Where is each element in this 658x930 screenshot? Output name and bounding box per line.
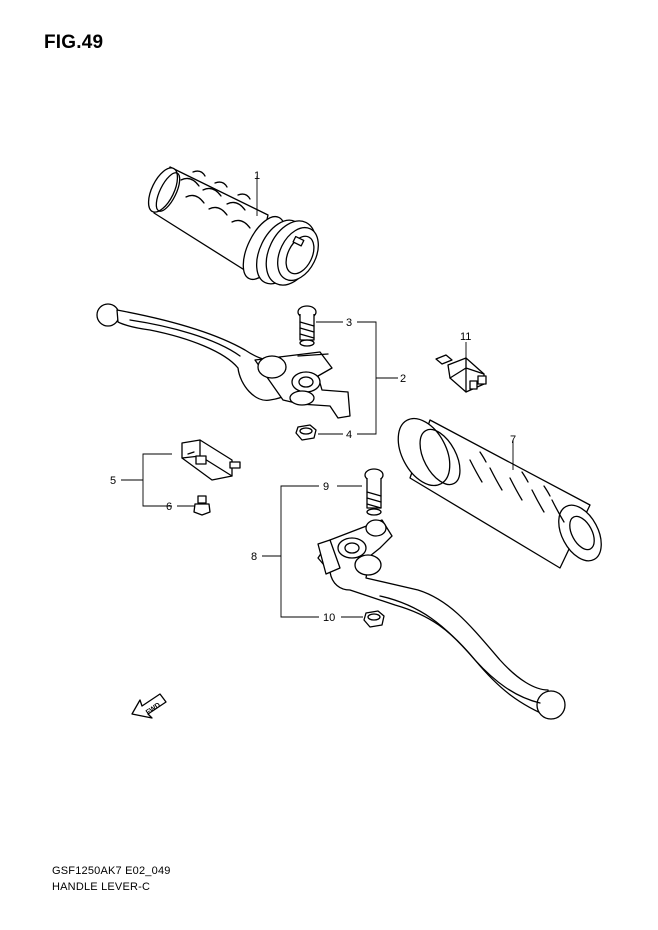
part-number-10: 10	[323, 612, 335, 624]
part-number-5: 5	[110, 475, 116, 487]
part-number-7: 7	[510, 434, 516, 446]
brake-switch-drawing[interactable]	[435, 354, 487, 393]
clutch-lever-drawing[interactable]	[317, 519, 566, 720]
figure-name: HANDLE LEVER-C	[52, 881, 151, 893]
brake-lever-drawing[interactable]	[96, 303, 351, 419]
part-number-11: 11	[460, 331, 471, 343]
part-number-1: 1	[254, 170, 260, 182]
part-number-3: 3	[346, 317, 352, 329]
part-number-2: 2	[400, 373, 406, 385]
part-number-4: 4	[346, 429, 352, 441]
figure-title: FIG.49	[44, 32, 104, 53]
nut-drawing[interactable]	[295, 424, 317, 441]
pivot-nut-drawing[interactable]	[363, 610, 385, 628]
handlebar-grip-drawing[interactable]	[388, 410, 610, 569]
bolt-drawing[interactable]	[297, 305, 317, 347]
screw-drawing[interactable]	[193, 495, 211, 516]
forward-arrow-icon: FWD	[131, 693, 167, 719]
clutch-switch-drawing[interactable]	[181, 439, 241, 481]
throttle-grip-drawing[interactable]	[143, 164, 327, 294]
part-number-6: 6	[166, 501, 172, 513]
part-number-8: 8	[251, 551, 257, 563]
pivot-bolt-drawing[interactable]	[364, 468, 384, 516]
part-number-9: 9	[323, 481, 329, 493]
figure-code: GSF1250AK7 E02_049	[52, 865, 171, 877]
